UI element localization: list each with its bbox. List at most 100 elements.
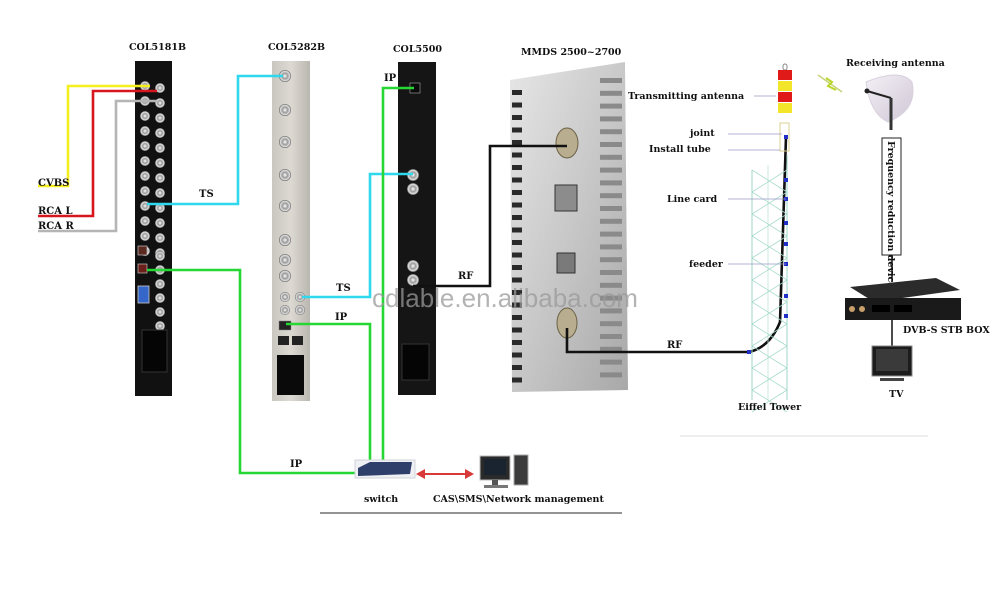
tower-brace — [751, 345, 788, 369]
heat-sink-fin — [512, 377, 522, 383]
heat-sink-fin — [600, 346, 622, 352]
multiplexer-bnc-port — [295, 305, 305, 315]
tower-brace — [751, 323, 788, 347]
encoder-bnc-port — [155, 98, 165, 108]
heat-sink-fin — [512, 252, 522, 258]
tower-lattice — [751, 155, 788, 413]
tower-brace — [751, 301, 788, 325]
arrowhead-right-icon — [465, 469, 474, 479]
modulator-chassis — [398, 62, 436, 395]
multiplexer-bnc-port — [279, 169, 291, 181]
heat-sink-fin — [600, 206, 622, 211]
encoder-ethernet-port — [137, 263, 148, 274]
dish-feed-arm — [866, 90, 892, 99]
heat-sink-fin — [512, 152, 522, 158]
line-card-marker — [784, 314, 788, 318]
line-card-marker — [784, 178, 788, 182]
heat-sink-fin — [512, 265, 522, 270]
encoder-bnc-port — [140, 216, 150, 226]
joint-label: joint — [689, 128, 715, 139]
multiplexer-bnc-port — [295, 292, 305, 302]
management-pc: CAS\SMS\Network management — [433, 454, 604, 505]
heat-sink-fin — [512, 102, 522, 108]
antenna-element-3 — [778, 92, 792, 102]
multiplexer-bnc-port — [279, 254, 291, 266]
encoder-device: COL5181B — [129, 42, 186, 396]
tv-stand — [880, 378, 904, 381]
pc-monitor-stand — [492, 480, 498, 485]
heat-sink-fin — [600, 129, 622, 135]
tower-brace — [751, 279, 788, 303]
heat-sink-fin — [512, 365, 522, 370]
stb-top — [850, 278, 960, 302]
multiplexer-chassis — [272, 61, 310, 401]
heat-sink-fin — [512, 190, 522, 195]
heat-sink-fin — [512, 177, 522, 183]
receiving-antenna-label: Receiving antenna — [846, 58, 945, 69]
feeder-label: feeder — [689, 259, 724, 270]
encoder-bnc-port — [155, 279, 165, 289]
encoder-vga-port — [137, 285, 150, 304]
mmds-body — [510, 62, 628, 392]
heat-sink-fin — [600, 218, 622, 224]
encoder-bnc-port — [155, 158, 165, 168]
multiplexer-port-array — [279, 70, 305, 315]
heat-sink-fin — [512, 352, 522, 358]
heat-sink-fin — [600, 257, 622, 263]
heat-sink-fin — [600, 193, 622, 199]
dish-lnb — [864, 88, 870, 94]
rf-label-modulator: RF — [458, 271, 473, 282]
ip-cable-encoder — [147, 268, 358, 475]
pc-screen — [484, 459, 506, 475]
heat-sink-fin — [600, 142, 622, 147]
encoder-bnc-port — [155, 128, 165, 138]
heat-sink-fin — [512, 202, 522, 208]
multiplexer-ethernet-port — [278, 320, 292, 331]
encoder-bnc-port — [155, 113, 165, 123]
encoder-bnc-port — [140, 126, 150, 136]
heat-sink-fin — [600, 180, 622, 186]
rca-r-label: RCA R — [38, 221, 75, 232]
heat-sink-fin — [600, 295, 622, 301]
encoder-usb-port — [137, 245, 148, 256]
rca-r-cable — [38, 99, 157, 233]
switch-device: switch — [354, 459, 416, 505]
tower-brace — [751, 235, 788, 259]
mmds-control-port — [556, 252, 576, 274]
encoder-bnc-port — [140, 141, 150, 151]
heat-sink-fin — [512, 90, 522, 95]
multiplexer-bnc-port — [279, 104, 291, 116]
heat-sink-fin — [600, 231, 622, 237]
frequency-reduction-label: Frequency reduction device — [885, 141, 896, 288]
stb-rca-port — [849, 306, 855, 312]
switch-body — [358, 462, 412, 476]
heat-sink-fin — [600, 116, 622, 122]
heat-sink-fin — [600, 372, 622, 378]
modulator-power-socket — [401, 343, 430, 381]
heat-sink-fin — [600, 167, 622, 173]
antenna-element-1 — [778, 70, 792, 80]
switch-label: switch — [364, 494, 398, 505]
encoder-bnc-port — [155, 218, 165, 228]
install-tube-label: Install tube — [649, 144, 711, 155]
heat-sink-fin — [512, 115, 522, 120]
tower-brace — [751, 257, 788, 281]
line-card-marker — [784, 294, 788, 298]
encoder-bnc-port — [155, 83, 165, 93]
encoder-bnc-port — [155, 307, 165, 317]
multiplexer-bnc-port — [279, 70, 291, 82]
multiplexer-bnc-port — [279, 200, 291, 212]
wireless-signal-icon — [817, 74, 843, 93]
antenna-element-2 — [778, 81, 792, 91]
encoder-bnc-port — [155, 293, 165, 303]
multiplexer-bnc-port — [279, 136, 291, 148]
heat-sink-fin — [512, 240, 522, 245]
heat-sink-fin — [600, 282, 622, 288]
transmission-tower: Eiffel Tower — [738, 63, 802, 413]
heat-sink-fin — [600, 78, 622, 83]
pc-keyboard — [484, 485, 508, 488]
ip-cable-multiplexer — [286, 322, 372, 462]
line-card-marker — [784, 135, 788, 139]
ip-label-modulator: IP — [384, 73, 397, 84]
